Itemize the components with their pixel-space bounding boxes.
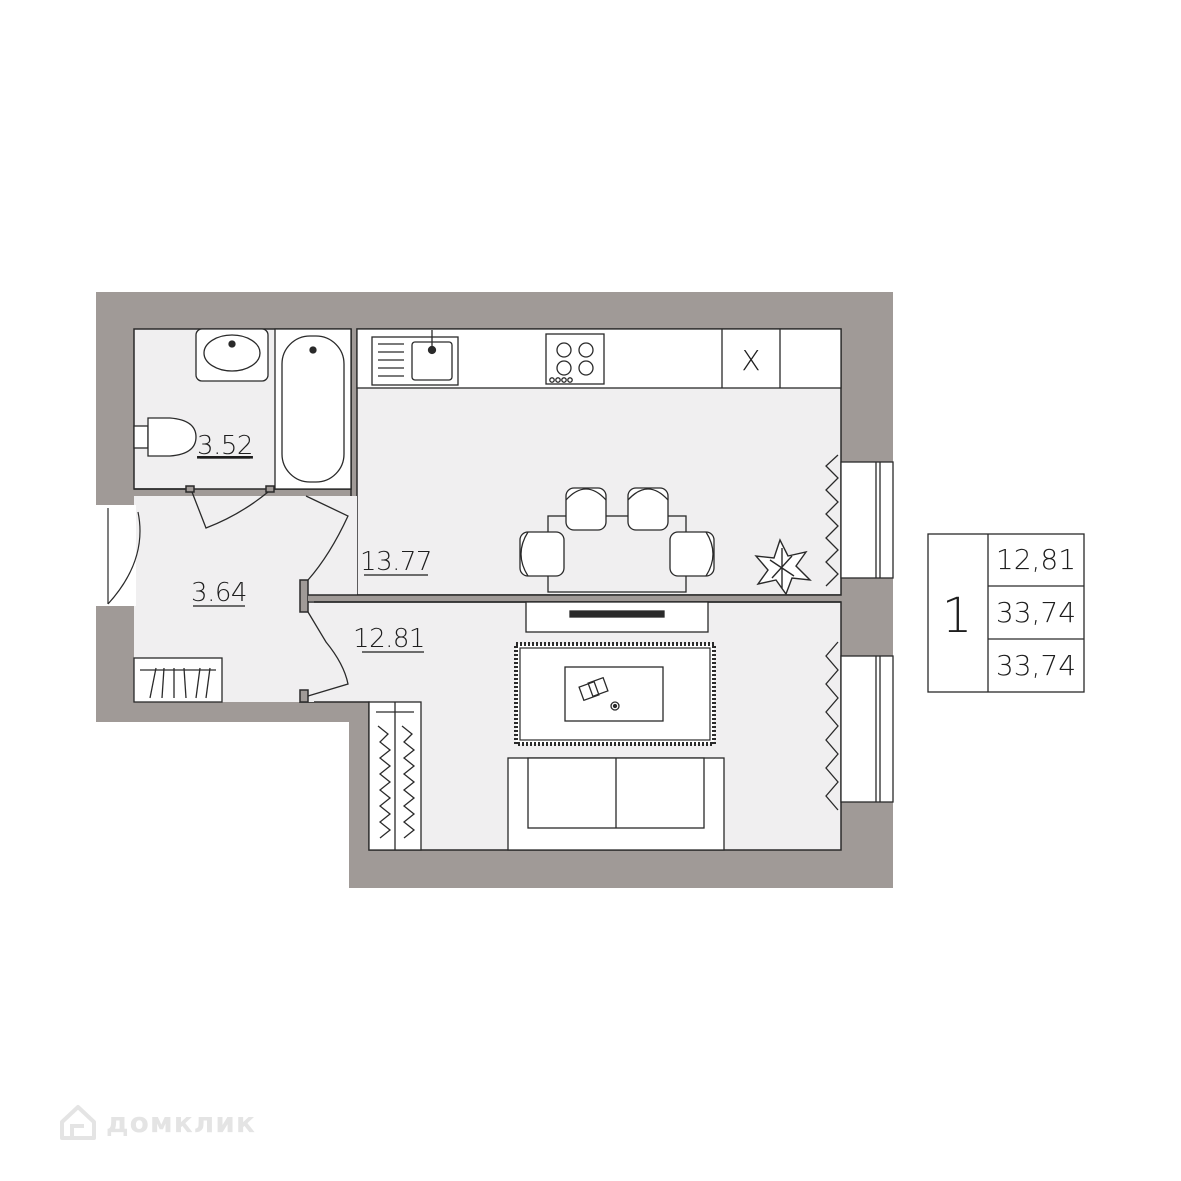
bathtub-icon bbox=[274, 328, 352, 490]
plant-icon bbox=[754, 538, 812, 596]
tv-icon bbox=[525, 601, 709, 633]
chair-icon bbox=[519, 531, 565, 577]
chair-icon bbox=[669, 531, 715, 577]
hall-area: 3.64 bbox=[191, 578, 247, 608]
rooms-count: 1 bbox=[942, 588, 973, 644]
toilet-icon bbox=[133, 417, 197, 457]
kitchen-area: 13.77 bbox=[360, 547, 432, 577]
door-swings bbox=[191, 491, 349, 697]
sofa-icon bbox=[507, 757, 725, 851]
bathroom-fixtures bbox=[133, 328, 352, 490]
sink-icon bbox=[195, 328, 269, 382]
kitchen-window bbox=[840, 461, 894, 579]
kitchen-counter: X bbox=[356, 328, 842, 389]
watermark: домклик bbox=[58, 1102, 256, 1142]
chair-icon bbox=[565, 487, 607, 531]
living-wardrobe-icon bbox=[368, 701, 422, 851]
dining-set bbox=[519, 487, 715, 593]
coffee-table-icon bbox=[564, 666, 664, 722]
watermark-text: домклик bbox=[106, 1105, 256, 1139]
fridge-mark: X bbox=[741, 344, 760, 377]
chair-icon bbox=[627, 487, 669, 531]
entrance-door bbox=[96, 505, 141, 606]
bathroom-area: 3.52 bbox=[197, 431, 253, 461]
stove-icon bbox=[545, 333, 605, 385]
living-window bbox=[840, 655, 894, 803]
windows bbox=[840, 461, 894, 803]
room-labels: 3.52 3.64 13.77 12.81 bbox=[191, 431, 432, 654]
kitchen-sink-icon bbox=[371, 330, 459, 386]
area-legend: 1 12,81 33,74 33,74 bbox=[927, 533, 1085, 693]
house-logo-icon bbox=[60, 1105, 96, 1140]
total-area-value-2: 33,74 bbox=[996, 649, 1076, 682]
living-room-area: 12.81 bbox=[353, 624, 425, 654]
hall-wardrobe-icon bbox=[133, 657, 223, 703]
total-area-value: 33,74 bbox=[996, 596, 1076, 629]
curtains bbox=[825, 454, 839, 811]
living-area-value: 12,81 bbox=[996, 543, 1076, 576]
rug-icon bbox=[514, 642, 716, 746]
